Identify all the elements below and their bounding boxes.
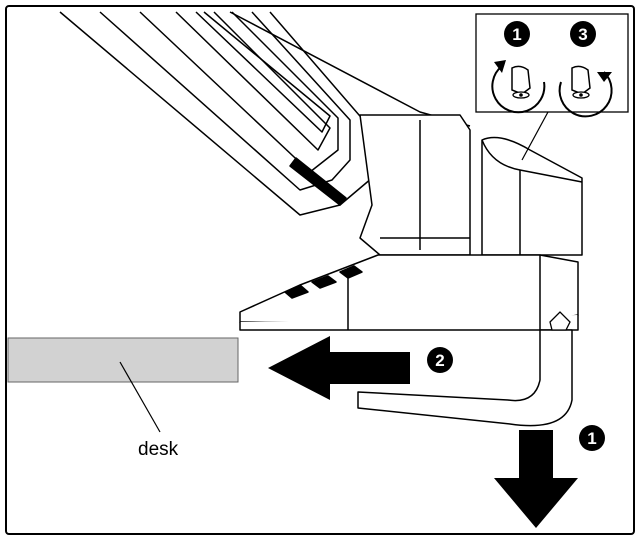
arrow-down-icon [494,430,578,528]
monitor-arm [59,11,471,216]
desk-surface [7,337,239,383]
arm-column [359,114,583,256]
step-badge-1-top-text: 1 [512,25,521,44]
step-badge-1-bottom: 1 [579,425,605,451]
desk-leader-line [119,361,161,433]
desk-label: desk [138,439,179,460]
clamp-hook [357,329,573,427]
clamp-base [239,254,579,331]
inset-leader-line [521,111,549,161]
step-badge-3-top: 3 [570,21,596,47]
step-badge-3-top-text: 3 [578,25,587,44]
arrow-left-icon [268,336,410,400]
rotate-counterclockwise-icon [491,60,546,114]
rotate-clockwise-icon [558,65,613,118]
step-badge-2-text: 2 [435,351,444,370]
step-badge-2: 2 [427,347,453,373]
step-badge-1-bottom-text: 1 [587,429,596,448]
clamp-hook-tip [549,311,571,331]
step-badge-1-top: 1 [504,21,530,47]
